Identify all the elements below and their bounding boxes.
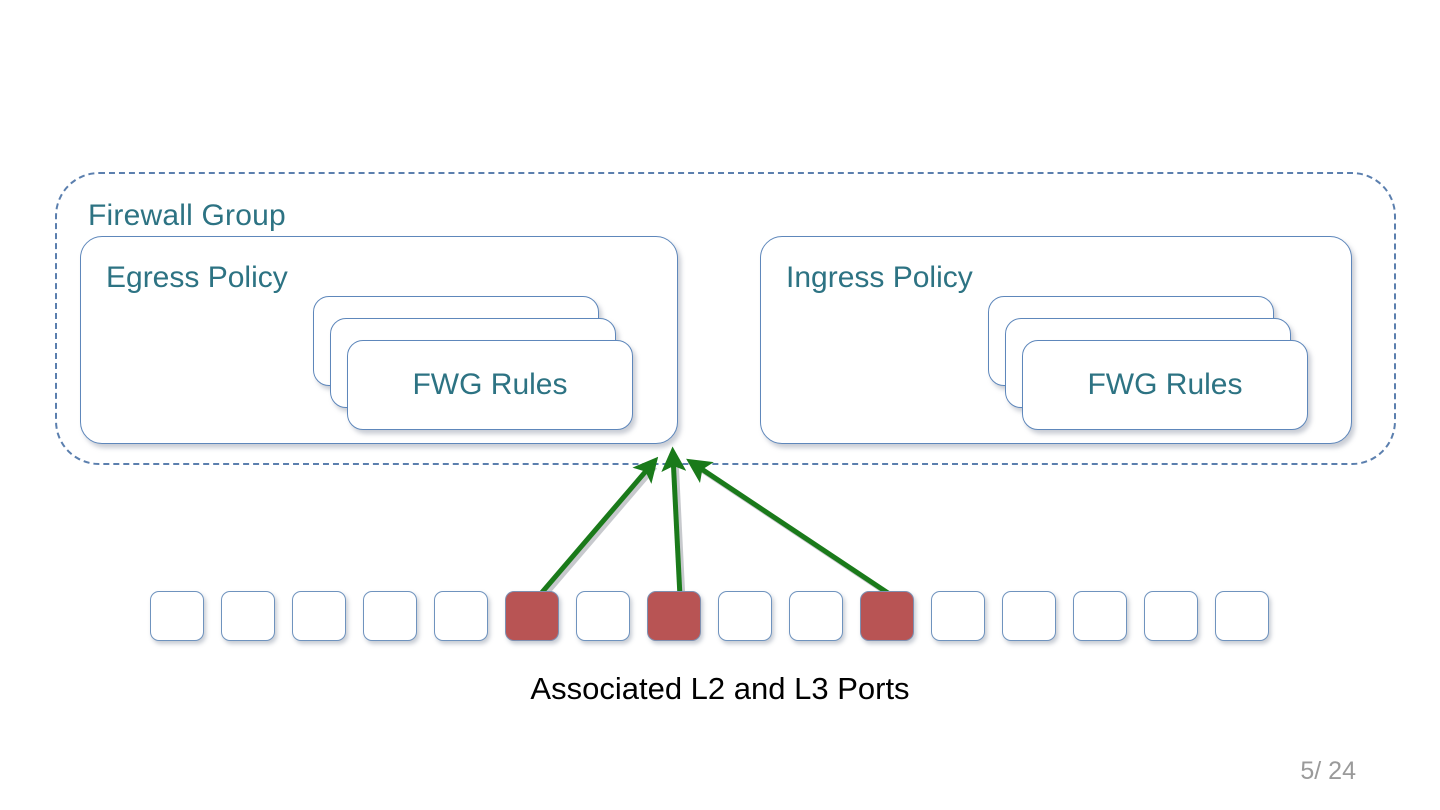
rule-card-front[interactable]: FWG Rules: [347, 340, 633, 430]
ingress-policy-label: Ingress Policy: [786, 261, 973, 294]
ingress-rule-card-label: FWG Rules: [1087, 368, 1243, 401]
port[interactable]: [292, 591, 346, 641]
firewall-group-label: Firewall Group: [88, 199, 286, 232]
port[interactable]: [789, 591, 843, 641]
port[interactable]: [1073, 591, 1127, 641]
port[interactable]: [718, 591, 772, 641]
egress-rule-stack[interactable]: FWG Rules: [313, 296, 633, 430]
egress-rule-card-label: FWG Rules: [412, 368, 568, 401]
arrow-from-port-7: [661, 446, 687, 598]
port[interactable]: [1002, 591, 1056, 641]
ports-row: [150, 591, 1285, 645]
port-associated[interactable]: [860, 591, 914, 641]
ports-caption: Associated L2 and L3 Ports: [530, 671, 910, 706]
port-associated[interactable]: [647, 591, 701, 641]
page-number: 5/ 24: [1300, 757, 1356, 785]
port[interactable]: [931, 591, 985, 641]
port[interactable]: [1215, 591, 1269, 641]
port[interactable]: [1144, 591, 1198, 641]
rule-card-front[interactable]: FWG Rules: [1022, 340, 1308, 430]
arrow-shadow: [695, 464, 899, 603]
egress-policy-label: Egress Policy: [106, 261, 288, 294]
arrow-shadow: [539, 465, 657, 602]
port[interactable]: [221, 591, 275, 641]
port[interactable]: [150, 591, 204, 641]
ingress-rule-stack[interactable]: FWG Rules: [988, 296, 1308, 430]
arrow-shadow: [673, 458, 686, 601]
port-associated[interactable]: [505, 591, 559, 641]
port[interactable]: [363, 591, 417, 641]
arrow-from-port-5: [536, 456, 659, 599]
port[interactable]: [434, 591, 488, 641]
arrow-from-port-10: [686, 458, 896, 600]
port[interactable]: [576, 591, 630, 641]
